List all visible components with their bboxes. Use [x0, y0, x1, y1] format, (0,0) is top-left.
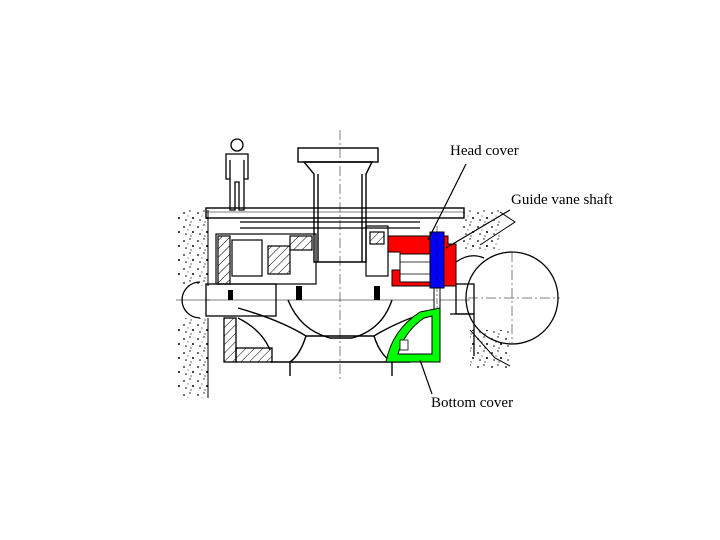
guide-vane-shaft-leader	[445, 209, 511, 249]
bolt-details	[228, 286, 380, 300]
guide-vane-shaft	[429, 226, 445, 320]
head-cover	[387, 235, 457, 287]
concrete-foundation-right	[460, 210, 516, 368]
callout-leaders	[419, 163, 511, 395]
concrete-foundation-left	[178, 210, 209, 398]
bearing-housing	[215, 221, 420, 285]
person-scale-icon	[225, 138, 249, 211]
bottom-cover-label: Bottom cover	[431, 395, 514, 411]
bottom-cover-leader	[419, 359, 433, 395]
floor-deck	[205, 207, 465, 219]
bottom-cover	[385, 307, 441, 363]
head-cover-leader	[427, 163, 467, 241]
lower-casing-left	[223, 317, 273, 363]
guide-vane-shaft-label: Guide vane shaft	[511, 192, 613, 208]
spiral-casing-right	[450, 251, 560, 356]
inlet-pipe-left	[176, 281, 470, 319]
head-cover-label: Head cover	[450, 143, 519, 159]
